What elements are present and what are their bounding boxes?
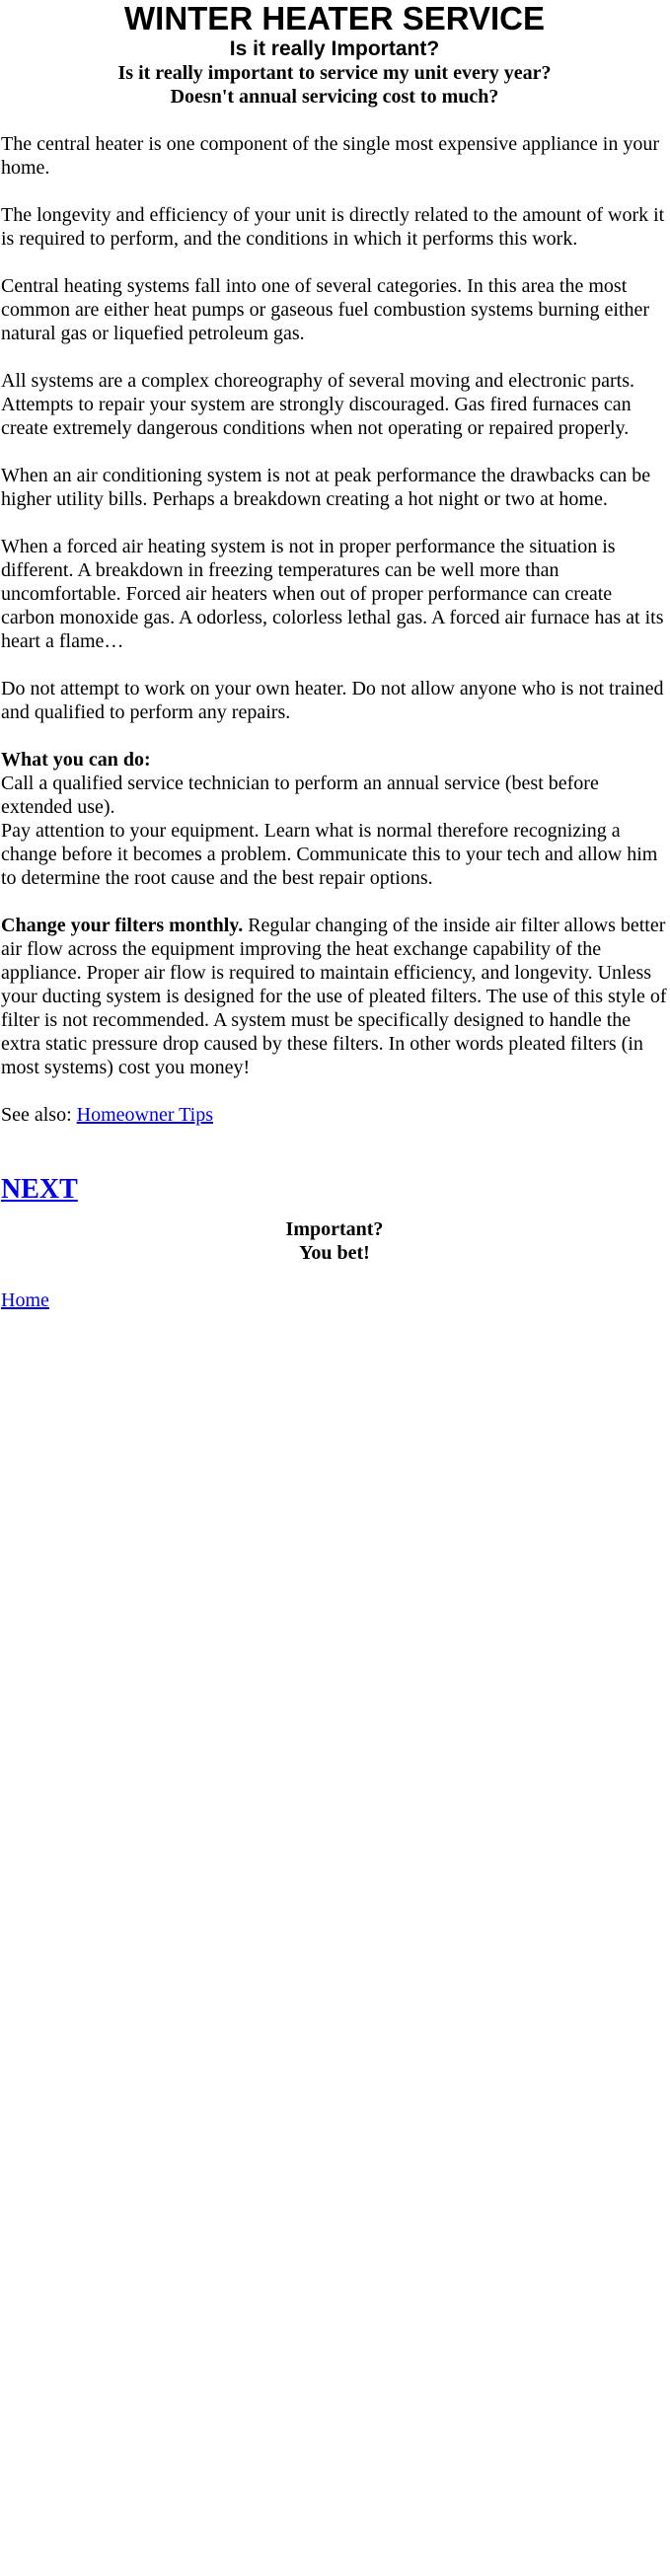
page: WINTER HEATER SERVICE Is it really Impor…: [1, 0, 668, 1312]
what-you-can-do-call-tech: Call a qualified service technician to p…: [1, 773, 599, 818]
paragraph-system-categories: Central heating systems fall into one of…: [1, 275, 650, 344]
see-also-line: See also: Homeowner Tips: [1, 1103, 668, 1127]
filters-text: Regular changing of the inside air filte…: [1, 915, 667, 1078]
paragraph-longevity: The longevity and efficiency of your uni…: [1, 204, 665, 250]
page-title: WINTER HEATER SERVICE: [124, 0, 545, 37]
question-service-yearly: Is it really important to service my uni…: [117, 62, 552, 84]
paragraph-forced-air: When a forced air heating system is not …: [1, 536, 664, 652]
paragraph-complex-systems: All systems are a complex choreography o…: [1, 370, 635, 439]
paragraph-central-heater: The central heater is one component of t…: [1, 133, 660, 179]
paragraph-air-conditioning: When an air conditioning system is not a…: [1, 465, 651, 510]
next-link[interactable]: NEXT: [1, 1174, 78, 1205]
homeowner-tips-link[interactable]: Homeowner Tips: [76, 1104, 214, 1126]
paragraph-filters: Change your filters monthly. Regular cha…: [1, 914, 668, 1079]
page-subtitle: Is it really Important?: [229, 37, 440, 60]
question-service-cost: Doesn't annual servicing cost to much?: [170, 86, 499, 108]
what-you-can-do-pay-attention: Pay attention to your equipment. Learn w…: [1, 820, 658, 889]
what-you-can-do-section: What you can do: Call a qualified servic…: [1, 748, 668, 890]
what-you-can-do-heading: What you can do:: [1, 749, 151, 771]
next-container: NEXT: [1, 1174, 668, 1206]
closing-you-bet: You bet!: [299, 1242, 370, 1264]
filters-lead: Change your filters monthly.: [1, 915, 244, 936]
see-also-label: See also:: [1, 1104, 77, 1126]
home-line: Home: [1, 1288, 668, 1312]
paragraph-do-not-attempt: Do not attempt to work on your own heate…: [1, 678, 664, 723]
closing-important: Important?: [285, 1218, 384, 1240]
home-link[interactable]: Home: [1, 1289, 49, 1311]
